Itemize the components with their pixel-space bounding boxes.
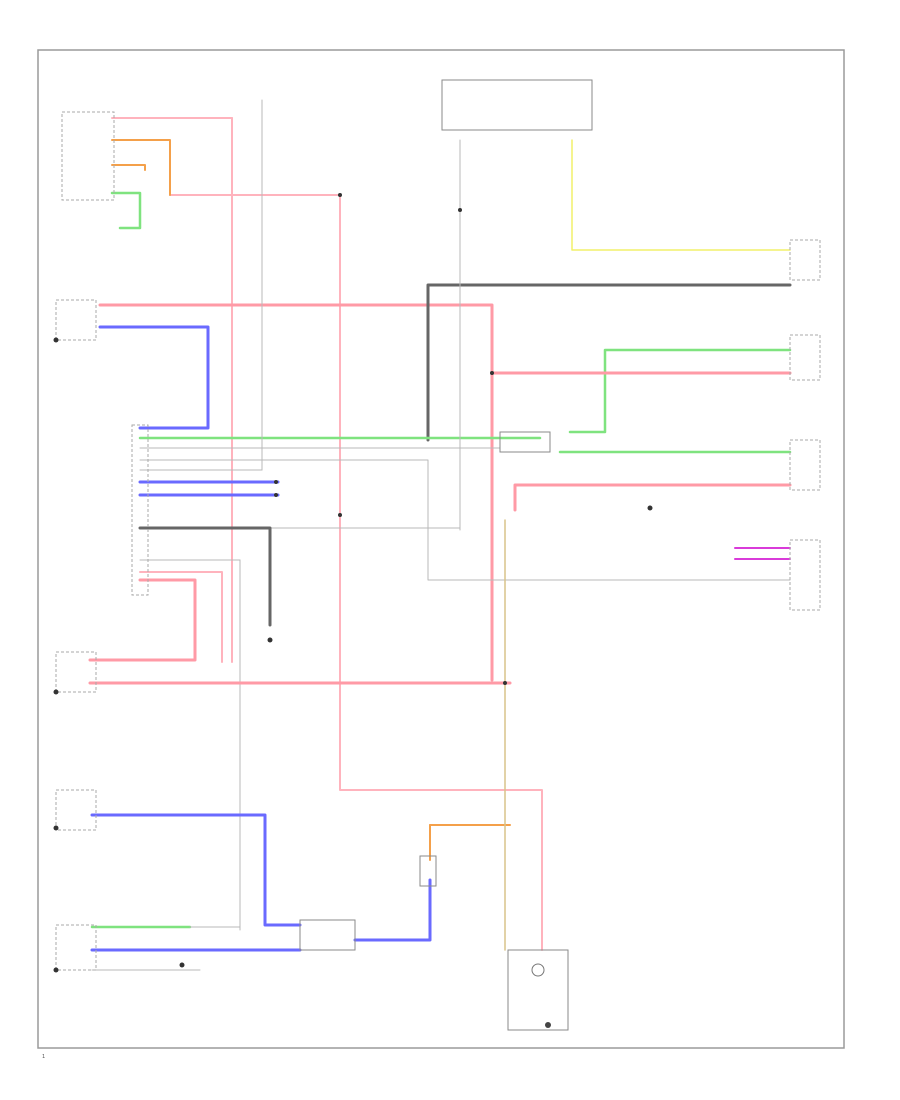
switch-right-1	[789, 239, 821, 281]
module-box-top-left	[61, 111, 115, 201]
switch-left-3	[55, 789, 97, 831]
wire-pink-to-bottom-orange	[339, 194, 543, 951]
splice-dot-3	[490, 371, 494, 375]
wire-blue-top	[98, 325, 210, 430]
wire-red-305	[98, 303, 494, 682]
wire-pink-left-drop	[139, 571, 223, 663]
wire-red-right-485	[513, 483, 792, 512]
ground-dot-2	[179, 962, 185, 968]
switch-left-4	[55, 924, 97, 971]
wire-blue-bottom-3	[353, 878, 432, 942]
splice-dot-2	[458, 208, 462, 212]
lamp-icon	[531, 963, 545, 977]
ground-dot-4	[53, 825, 59, 831]
wire-red-left-drop	[88, 578, 197, 662]
wire-orange-2	[111, 164, 146, 171]
control-unit-connector	[131, 424, 149, 596]
wire-black-mid	[138, 526, 272, 627]
switch-right-4	[789, 539, 821, 611]
switch-left-1	[55, 299, 97, 341]
component-layer	[53, 79, 821, 1031]
lamp-module-bottom	[507, 949, 569, 1031]
ground-icon	[545, 1022, 551, 1028]
diagram-frame	[37, 49, 845, 1049]
joint-connector-mid	[499, 431, 551, 453]
switch-right-2	[789, 334, 821, 381]
joint-connector-bottom	[299, 919, 356, 951]
wire-gray-h2	[139, 459, 791, 581]
diode-block	[419, 855, 437, 887]
wire-layer	[88, 99, 792, 971]
wire-green-top	[110, 191, 142, 230]
switch-right-3	[789, 439, 821, 491]
wire-yellow	[571, 139, 791, 251]
ground-dot-5	[53, 689, 59, 695]
ground-dot-6	[53, 337, 59, 343]
splice-dot-6	[274, 480, 278, 484]
ground-dot-3	[647, 505, 653, 511]
ground-dot-7	[53, 967, 59, 973]
switch-left-2	[55, 651, 97, 693]
splice-dot-1	[338, 193, 342, 197]
wire-black-top	[426, 283, 792, 442]
wire-green-right-up	[568, 348, 792, 434]
splice-dot-7	[274, 493, 278, 497]
splice-dot-5	[503, 681, 507, 685]
wire-blue-bottom	[90, 813, 302, 927]
splice-dot-4	[338, 513, 342, 517]
footer-code: 1	[42, 1054, 45, 1060]
ground-dot-1	[267, 637, 273, 643]
wire-orange-1	[111, 139, 171, 196]
fuse-box-top-right	[441, 79, 593, 131]
